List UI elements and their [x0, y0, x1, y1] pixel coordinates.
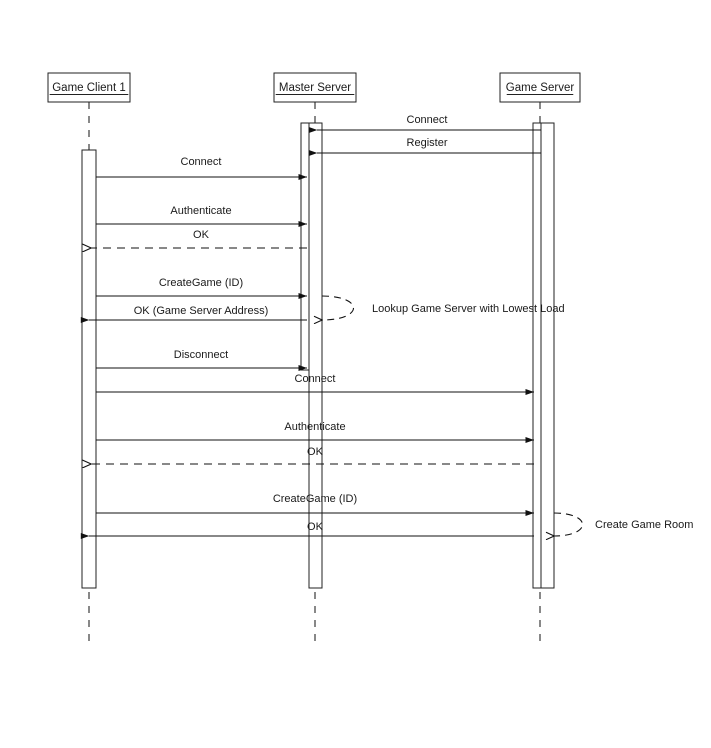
participant-gameserver[interactable]: Game Server	[499, 72, 581, 103]
participant-box-client[interactable]	[47, 72, 131, 103]
self-message-loop-s2	[554, 512, 584, 536]
message-label-m4: Authenticate	[170, 205, 231, 217]
activation-bar-gameserver	[540, 122, 555, 589]
participant-client[interactable]: Game Client 1	[47, 72, 131, 103]
participant-box-master[interactable]	[273, 72, 357, 103]
message-label-m8: Disconnect	[174, 349, 228, 361]
message-label-m11: OK	[307, 446, 324, 458]
message-label-m1: Connect	[407, 114, 448, 126]
participant-label-gameserver: Game Server	[506, 82, 575, 94]
messages-group: ConnectRegisterConnectAuthenticateOKCrea…	[80, 114, 541, 540]
message-label-m3: Connect	[181, 156, 222, 168]
activation-bar-master	[308, 122, 323, 589]
message-label-m10: Authenticate	[284, 421, 345, 433]
message-label-m12: CreateGame (ID)	[273, 493, 357, 505]
participant-box-gameserver[interactable]	[499, 72, 581, 103]
self-message-label-s1: Lookup Game Server with Lowest Load	[372, 303, 565, 315]
participant-master[interactable]: Master Server	[273, 72, 357, 103]
message-label-m13: OK	[307, 521, 324, 533]
self-message-label-s2: Create Game Room	[595, 519, 693, 531]
message-label-m2: Register	[407, 137, 448, 149]
participant-label-master: Master Server	[279, 82, 351, 94]
self-message-loop-s1	[322, 295, 354, 320]
self-messages-group: Lookup Game Server with Lowest LoadCreat…	[322, 295, 693, 536]
activation-bar-client	[81, 149, 97, 589]
message-label-m5: OK	[193, 229, 210, 241]
activations-group	[81, 122, 555, 589]
message-label-m9: Connect	[295, 373, 336, 385]
message-label-m7: OK (Game Server Address)	[134, 305, 269, 317]
participants-group: Game Client 1 Master Server Game Server	[47, 72, 581, 103]
participant-label-client: Game Client 1	[52, 82, 126, 94]
message-label-m6: CreateGame (ID)	[159, 277, 243, 289]
